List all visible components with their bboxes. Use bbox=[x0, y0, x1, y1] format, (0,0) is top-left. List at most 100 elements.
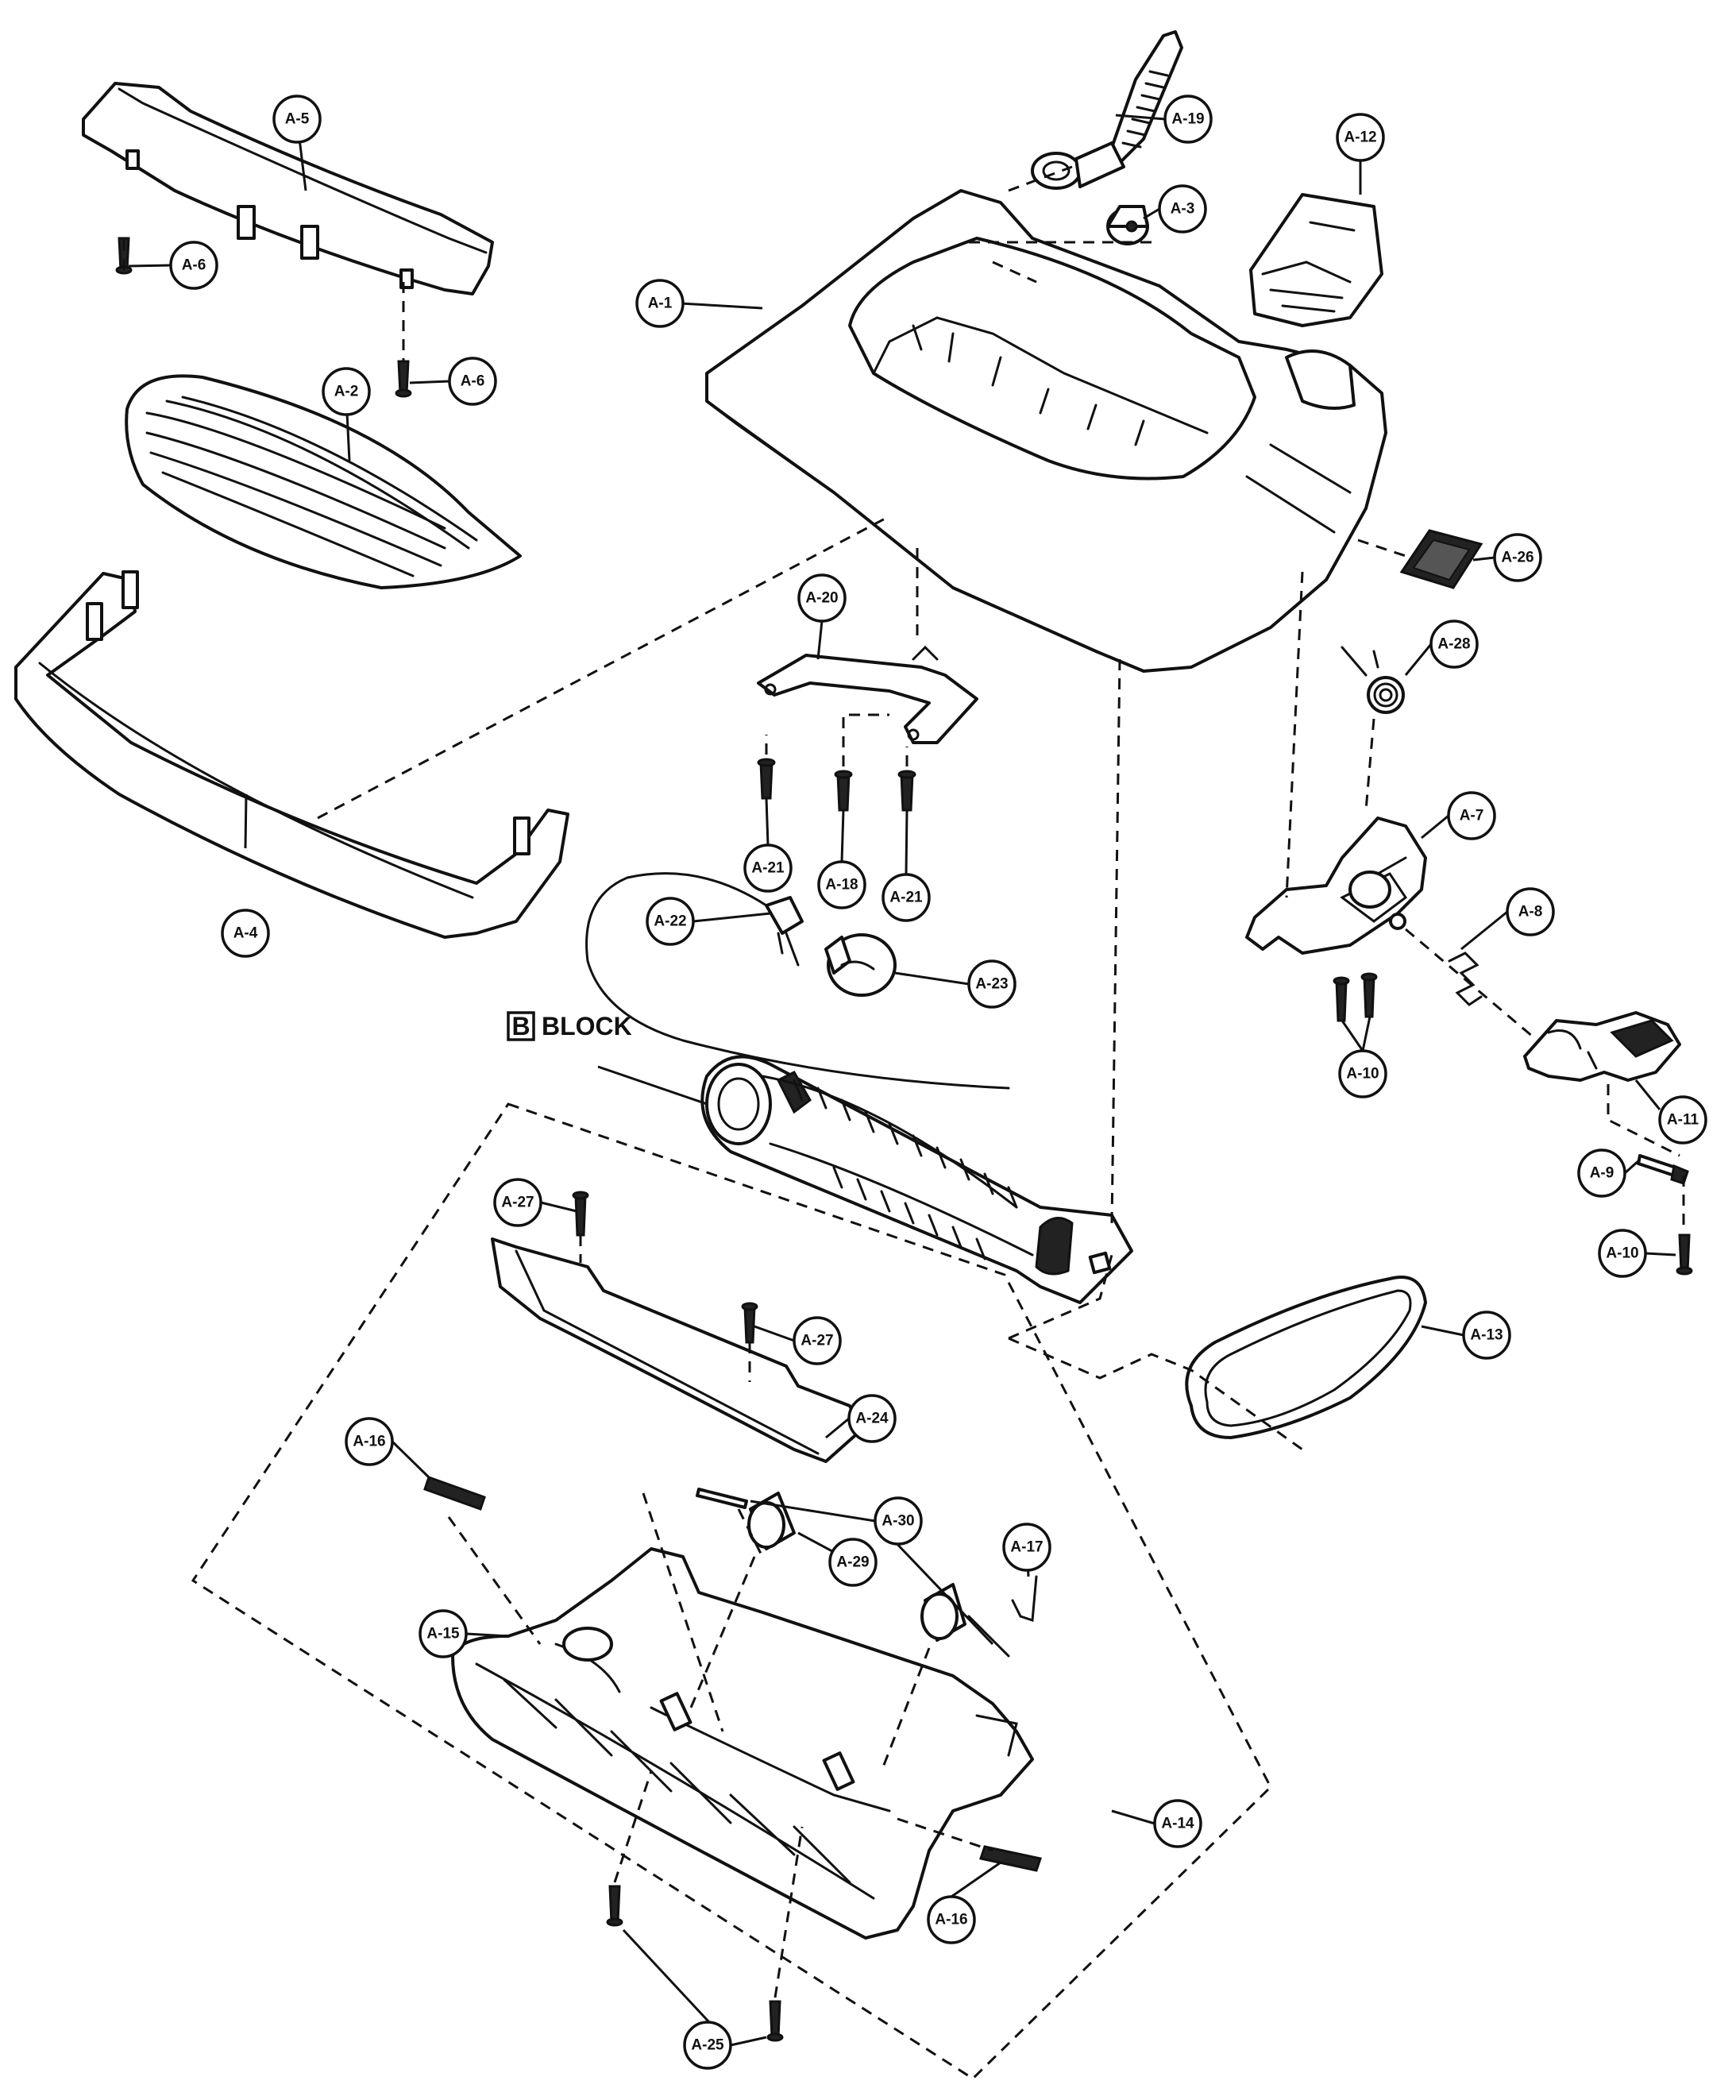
callout-label: A-15 bbox=[426, 1626, 460, 1643]
callout-a13: A-13 bbox=[1462, 1311, 1511, 1360]
part-a16-spring-upper bbox=[423, 1476, 486, 1511]
callout-label: A-18 bbox=[825, 877, 858, 894]
part-a19-hose bbox=[1031, 30, 1183, 190]
callout-a22: A-22 bbox=[646, 897, 695, 946]
part-a6-screw-lower bbox=[395, 360, 412, 398]
callout-label: A-3 bbox=[1171, 201, 1195, 218]
part-a27-screw-lower bbox=[741, 1302, 758, 1344]
callout-a9: A-9 bbox=[1577, 1148, 1626, 1198]
callout-label: A-27 bbox=[501, 1195, 534, 1211]
part-a7-pedal-mechanism bbox=[1245, 816, 1427, 955]
callout-label: A-7 bbox=[1460, 808, 1484, 824]
callout-label: A-17 bbox=[1010, 1539, 1043, 1556]
part-a30-pin-upper bbox=[696, 1488, 748, 1509]
part-a11-release-pedal bbox=[1523, 1011, 1681, 1082]
callout-label: A-12 bbox=[1344, 129, 1376, 146]
callout-a10-single: A-10 bbox=[1598, 1229, 1647, 1278]
callout-label: A-20 bbox=[805, 590, 838, 607]
callout-label: A-9 bbox=[1590, 1165, 1614, 1182]
callout-label: A-16 bbox=[353, 1434, 385, 1450]
callout-a11: A-11 bbox=[1658, 1095, 1707, 1145]
part-a5-bumper-cover bbox=[82, 82, 494, 295]
callout-a16-lower: A-16 bbox=[927, 1895, 976, 1944]
callout-label: A-5 bbox=[285, 111, 310, 128]
callout-a15: A-15 bbox=[419, 1609, 468, 1658]
callout-label: A-26 bbox=[1501, 550, 1533, 566]
callout-label: A-14 bbox=[1161, 1816, 1194, 1832]
callout-label: A-22 bbox=[654, 913, 686, 930]
callout-label: A-10 bbox=[1606, 1245, 1638, 1262]
callout-label: A-28 bbox=[1437, 636, 1470, 653]
callout-a29: A-29 bbox=[828, 1538, 878, 1587]
callout-label: A-24 bbox=[855, 1411, 889, 1427]
part-a26-filter bbox=[1399, 529, 1483, 589]
callout-a25: A-25 bbox=[683, 2021, 732, 2070]
callout-label: A-19 bbox=[1171, 111, 1204, 128]
callout-a21-right: A-21 bbox=[882, 873, 931, 922]
callout-a1: A-1 bbox=[635, 279, 685, 328]
part-a24-plate bbox=[491, 1237, 863, 1463]
part-a25-screw-right bbox=[766, 2000, 784, 2042]
callout-a27-upper: A-27 bbox=[493, 1178, 542, 1227]
callout-a26: A-26 bbox=[1493, 533, 1542, 582]
callout-a6-lower: A-6 bbox=[448, 357, 497, 406]
callout-a10-pair: A-10 bbox=[1338, 1049, 1387, 1098]
callout-a5: A-5 bbox=[272, 95, 322, 144]
callout-label: A-2 bbox=[334, 384, 359, 400]
callout-label: A-21 bbox=[889, 890, 923, 906]
callout-label: A-6 bbox=[461, 373, 485, 390]
part-a10-screw-single bbox=[1676, 1233, 1693, 1276]
callout-label: A-13 bbox=[1470, 1327, 1503, 1344]
part-a17-clip bbox=[1011, 1575, 1038, 1623]
part-a12-pedal bbox=[1249, 193, 1383, 327]
assembly-dashed-lines bbox=[122, 165, 1685, 2080]
callout-a30: A-30 bbox=[874, 1496, 923, 1546]
part-a4-front-bumper bbox=[14, 570, 569, 939]
part-a2-grille bbox=[125, 374, 522, 589]
part-a9-pin bbox=[1637, 1154, 1689, 1185]
callout-a7: A-7 bbox=[1447, 791, 1496, 840]
callout-a20: A-20 bbox=[797, 573, 847, 623]
callout-label: A-6 bbox=[182, 257, 206, 274]
part-a29-roller-lower bbox=[920, 1583, 966, 1642]
part-a13-belt bbox=[1185, 1276, 1427, 1439]
part-a23-bulb bbox=[824, 933, 897, 997]
part-a18-screw bbox=[834, 770, 853, 812]
callout-a2: A-2 bbox=[322, 367, 371, 416]
callout-label: A-29 bbox=[836, 1554, 869, 1571]
part-a10-screw-pair bbox=[1333, 972, 1378, 1022]
callout-a18: A-18 bbox=[817, 860, 866, 909]
callout-label: A-4 bbox=[233, 925, 258, 942]
callout-a16-upper: A-16 bbox=[345, 1417, 394, 1466]
callout-a27-lower: A-27 bbox=[793, 1316, 842, 1365]
callout-label: A-8 bbox=[1518, 904, 1543, 921]
callout-label: A-11 bbox=[1667, 1112, 1699, 1129]
callout-a12: A-12 bbox=[1336, 113, 1385, 162]
callout-a17: A-17 bbox=[1002, 1523, 1051, 1572]
callout-label: A-21 bbox=[751, 860, 785, 877]
block-letter-box bbox=[507, 1011, 535, 1041]
part-a25-screw-left bbox=[606, 1885, 623, 1927]
part-a28-spring bbox=[1341, 646, 1405, 714]
part-brush-roll bbox=[700, 1055, 1133, 1304]
part-a3-knob bbox=[1106, 205, 1149, 245]
callout-label: A-30 bbox=[882, 1513, 914, 1530]
callout-label: A-25 bbox=[691, 2037, 724, 2054]
block-word: BLOCK bbox=[542, 1012, 632, 1040]
part-a1-main-housing bbox=[705, 189, 1387, 673]
callout-a19: A-19 bbox=[1163, 95, 1213, 144]
callout-label: A-23 bbox=[975, 976, 1008, 993]
callout-a28: A-28 bbox=[1429, 620, 1479, 669]
part-a16-spring-lower bbox=[979, 1845, 1042, 1872]
part-a15-base-plate bbox=[451, 1547, 1034, 1940]
callout-a4: A-4 bbox=[221, 909, 270, 958]
part-a27-screw-upper bbox=[572, 1191, 589, 1237]
callout-a8: A-8 bbox=[1506, 887, 1555, 936]
part-a6-screw-upper bbox=[115, 237, 133, 275]
block-letter: B bbox=[511, 1012, 530, 1040]
block-label: B BLOCK bbox=[507, 1011, 632, 1041]
callout-a23: A-23 bbox=[967, 959, 1017, 1009]
callout-label: A-16 bbox=[935, 1912, 967, 1928]
part-a20-bracket bbox=[757, 645, 978, 744]
